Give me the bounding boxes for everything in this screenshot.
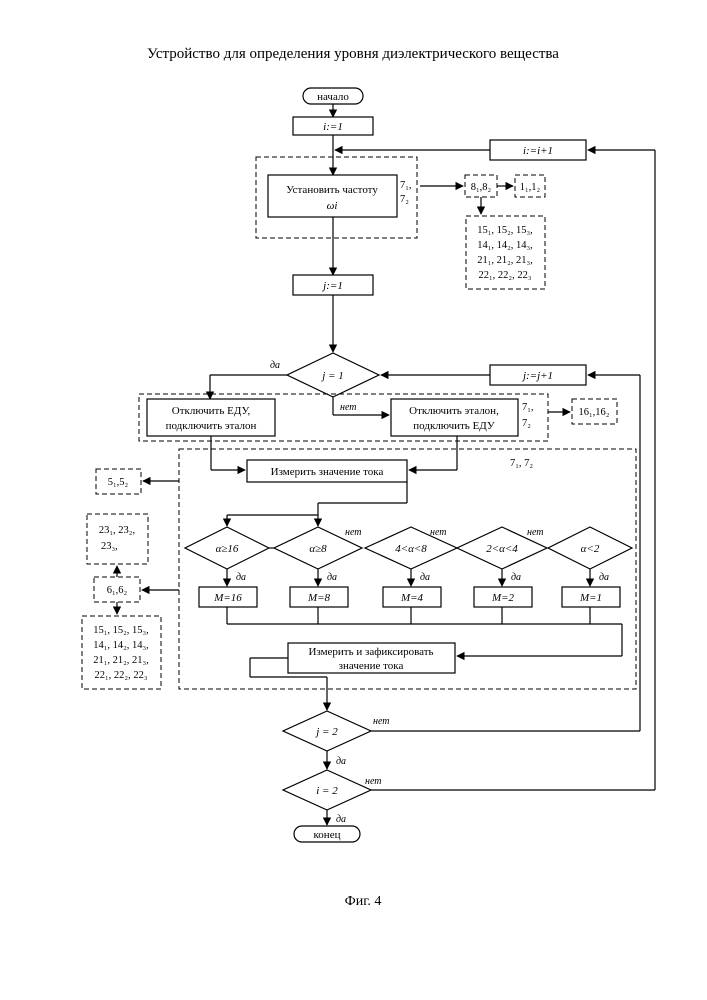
ref-23-line-1: 23₁, 23₂, [99,525,135,536]
m4-label: M=4 [400,592,424,604]
switching-ref-1: 7₁, [522,402,534,413]
ref-group-a-line-1: 15₁, 15₂, 15₃, [477,225,533,236]
ref-group-b-line-1: 15₁, 15₂, 15₃, [93,625,149,636]
yes-label-1: да [236,572,246,583]
set-frequency-label: Установить частоту [286,184,378,196]
j-init-label: j:=1 [321,280,343,292]
yes-label-3: да [420,572,430,583]
measurement-ref-label: 7₁, 7₂ [510,458,533,469]
decision-alpha-lt-2-label: α<2 [581,543,600,555]
page-title: Устройство для определения уровня диэлек… [147,46,559,62]
record-current-line-2: значение тока [339,660,404,672]
figure-caption: Фиг. 4 [345,894,382,909]
yes-label-5: да [599,572,609,583]
yes-label-i2: да [336,814,346,825]
disable-reference-line-2: подключить ЕДУ [413,420,495,432]
measure-current-label: Измерить значение тока [271,466,384,478]
ref-group-a-line-4: 22₁, 22₂, 22₃ [479,270,532,281]
no-label-2: нет [430,527,447,538]
end-label: конец [314,829,341,841]
m16-label: M=16 [213,592,242,604]
ref-5-label: 5₁,5₂ [108,477,129,488]
m2-label: M=2 [491,592,515,604]
m1-label: M=1 [579,592,602,604]
ref-16-label: 16₁,16₂ [579,407,610,418]
decision-j-equals-1-label: j = 1 [320,370,343,382]
ref-1-label: 1₁,1₂ [520,182,541,193]
set-frequency-ref-1: 7₁, [400,180,412,191]
set-frequency-ref-2: 7₂ [400,194,409,205]
no-label-3: нет [527,527,544,538]
no-label-j1: нет [340,402,357,413]
switching-ref-2: 7₂ [522,418,531,429]
ref-group-a-line-2: 14₁, 14₂, 14₃, [477,240,533,251]
no-label-i2: нет [365,776,382,787]
ref-8-label: 8₁,8₂ [471,182,492,193]
omega-label: ωi [327,200,338,212]
ref-6-label: 6₁,6₂ [107,585,128,596]
j-increment-label: j:=j+1 [521,370,553,382]
disable-edu-line-1: Отключить ЕДУ, [172,405,251,417]
decision-alpha-ge-8-label: α≥8 [309,543,327,555]
no-label-1: нет [345,527,362,538]
decision-alpha-4-8-label: 4<α<8 [395,543,427,555]
no-label-j2: нет [373,716,390,727]
i-init-label: i:=1 [323,121,343,133]
disable-edu-line-2: подключить эталон [166,420,257,432]
ref-group-b-line-2: 14₁, 14₂, 14₃, [93,640,149,651]
decision-j-equals-2-label: j = 2 [314,726,338,738]
ref-23-box [87,514,148,564]
decision-i-equals-2-label: i = 2 [316,785,338,797]
yes-label-2: да [327,572,337,583]
record-current-line-1: Измерить и зафиксировать [308,646,433,658]
yes-label-j1: да [270,360,280,371]
decision-alpha-2-4-label: 2<α<4 [486,543,518,555]
m8-label: M=8 [307,592,331,604]
ref-23-line-2: 23₃, [101,541,118,552]
decision-alpha-ge-16-label: α≥16 [216,543,239,555]
ref-group-b-line-4: 22₁, 22₂, 22₃ [95,670,148,681]
i-increment-label: i:=i+1 [523,145,553,157]
disable-reference-line-1: Отключить эталон, [409,405,499,417]
yes-label-j2: да [336,756,346,767]
ref-group-a-line-3: 21₁, 21₂, 21₃, [477,255,533,266]
start-label: начало [317,91,349,103]
yes-label-4: да [511,572,521,583]
ref-group-b-line-3: 21₁, 21₂, 21₃, [93,655,149,666]
